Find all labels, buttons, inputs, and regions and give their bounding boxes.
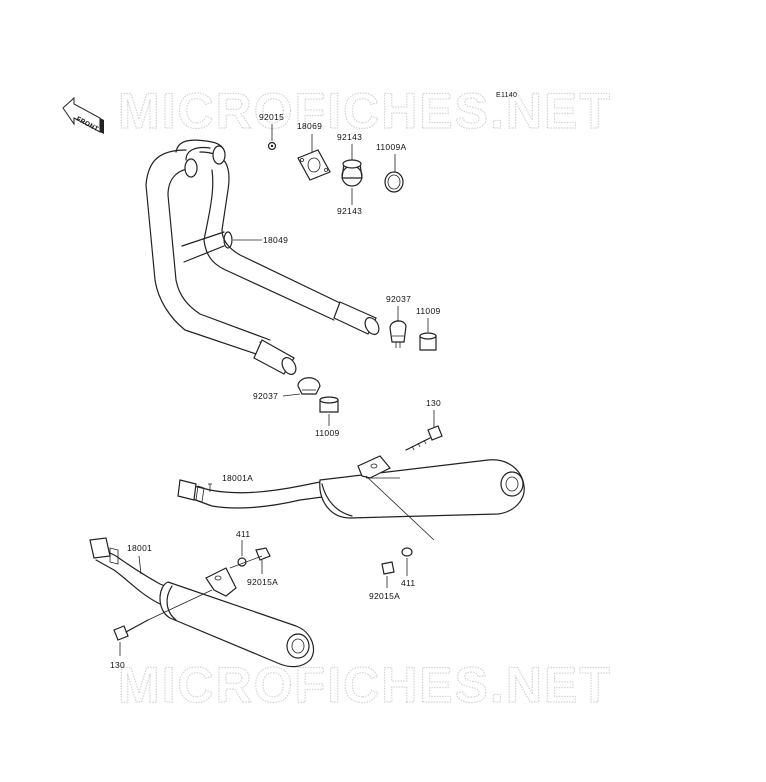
label-92015A-right: 92015A — [369, 591, 400, 601]
bolt-130-right-icon — [405, 425, 443, 451]
label-92037-right: 92037 — [386, 294, 411, 304]
label-92015: 92015 — [259, 112, 284, 122]
collar-92143-icon — [341, 159, 363, 187]
label-18049: 18049 — [263, 235, 288, 245]
gasket-18069-icon — [297, 149, 331, 181]
exhaust-header-pipe — [145, 139, 380, 375]
label-130-left: 130 — [110, 660, 125, 670]
label-11009-right: 11009 — [416, 306, 441, 316]
watermark-top: MICROFICHES.NET — [118, 83, 612, 139]
nut-92015A-left-icon — [255, 547, 271, 561]
label-411-left: 411 — [236, 529, 250, 539]
label-92037-left: 92037 — [253, 391, 278, 401]
front-arrow-icon: FRONT — [62, 96, 104, 134]
label-130-right: 130 — [426, 398, 441, 408]
label-11009-left: 11009 — [315, 428, 340, 438]
diagram-code: E1140 — [496, 92, 517, 99]
washer-411-right-icon — [401, 547, 413, 557]
label-18001: 18001 — [127, 543, 152, 553]
clamp-92037-left-icon — [297, 377, 321, 395]
label-92143-bottom: 92143 — [337, 206, 362, 216]
nut-92015A-right-icon — [381, 561, 395, 575]
label-411-right: 411 — [401, 578, 415, 588]
label-18001A: 18001A — [222, 473, 253, 483]
part-labels: 92015 18069 92143 11009A 92143 18049 920… — [110, 112, 441, 670]
leader-lines — [119, 124, 435, 656]
label-92015A-left: 92015A — [247, 577, 278, 587]
gasket-11009-right-icon — [419, 332, 437, 351]
muffler-18001 — [89, 537, 315, 668]
label-11009A: 11009A — [376, 142, 407, 152]
clamp-92037-right-icon — [389, 320, 407, 348]
muffler-18001A — [177, 455, 525, 519]
gasket-11009-left-icon — [319, 396, 339, 413]
bolt-130-left-icon — [113, 619, 149, 641]
watermark-bottom: MICROFICHES.NET — [118, 657, 612, 713]
label-92143-top: 92143 — [337, 132, 362, 142]
label-18069: 18069 — [297, 121, 322, 131]
